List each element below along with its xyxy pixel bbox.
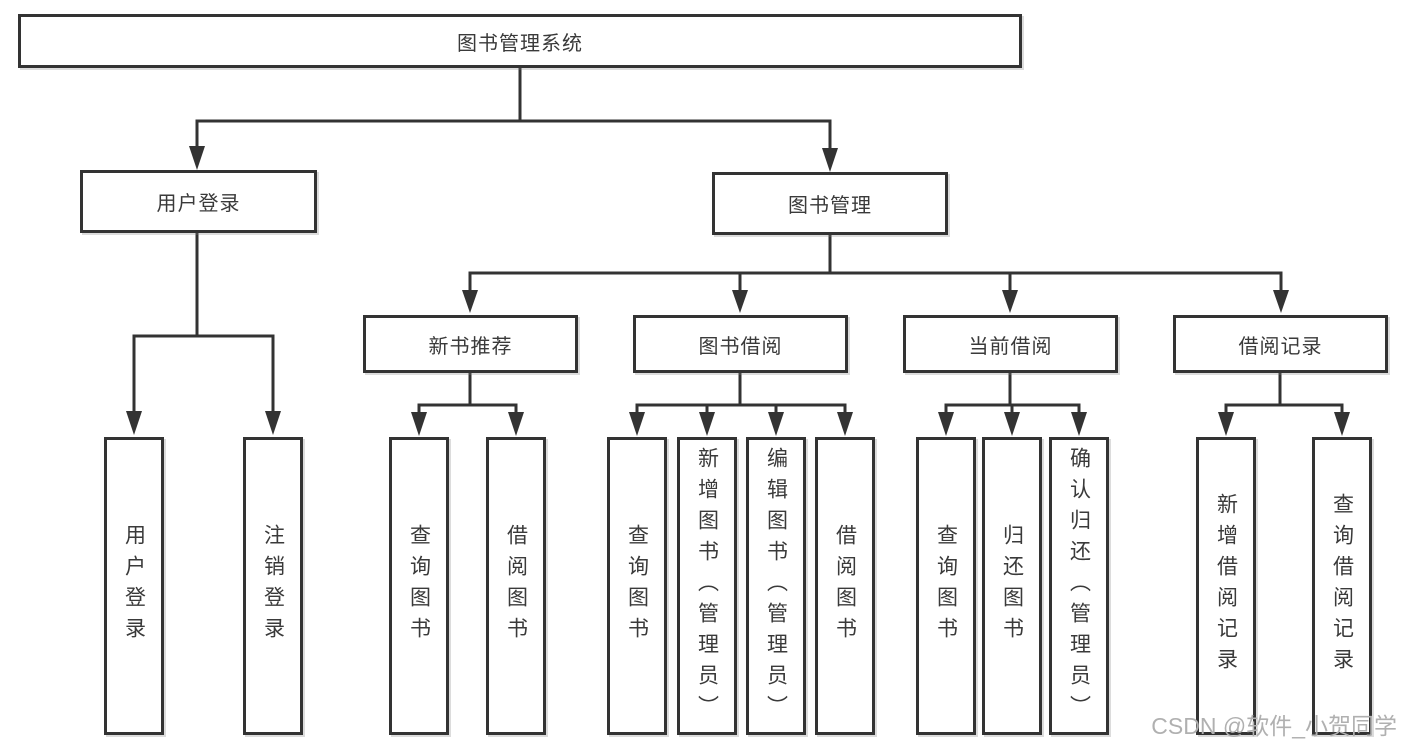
node-current-borrow: 当前借阅 xyxy=(903,315,1118,373)
node-leaf-logout: 注销登录 xyxy=(243,437,303,735)
node-leaf-recommend-borrow-books: 借阅图书 xyxy=(486,437,546,735)
node-leaf-records-add-record: 新增借阅记录 xyxy=(1196,437,1256,735)
node-leaf-current-query-books: 查询图书 xyxy=(916,437,976,735)
node-new-book-recommend: 新书推荐 xyxy=(363,315,578,373)
node-leaf-borrow-borrow-books: 借阅图书 xyxy=(815,437,875,735)
node-book-borrow: 图书借阅 xyxy=(633,315,848,373)
node-book-management: 图书管理 xyxy=(712,172,948,235)
node-leaf-records-query-record: 查询借阅记录 xyxy=(1312,437,1372,735)
node-leaf-borrow-query-books: 查询图书 xyxy=(607,437,667,735)
node-leaf-borrow-add-books: 新增图书（管理员） xyxy=(677,437,737,735)
node-leaf-current-confirm-return: 确认归还（管理员） xyxy=(1049,437,1109,735)
node-leaf-current-return-books: 归还图书 xyxy=(982,437,1042,735)
node-leaf-borrow-edit-books: 编辑图书（管理员） xyxy=(746,437,806,735)
node-borrow-records: 借阅记录 xyxy=(1173,315,1388,373)
csdn-watermark: CSDN @软件_小贺同学 xyxy=(1151,713,1397,739)
node-leaf-user-login: 用户登录 xyxy=(104,437,164,735)
node-root: 图书管理系统 xyxy=(18,14,1022,68)
node-leaf-recommend-query-books: 查询图书 xyxy=(389,437,449,735)
node-user-login: 用户登录 xyxy=(80,170,317,233)
